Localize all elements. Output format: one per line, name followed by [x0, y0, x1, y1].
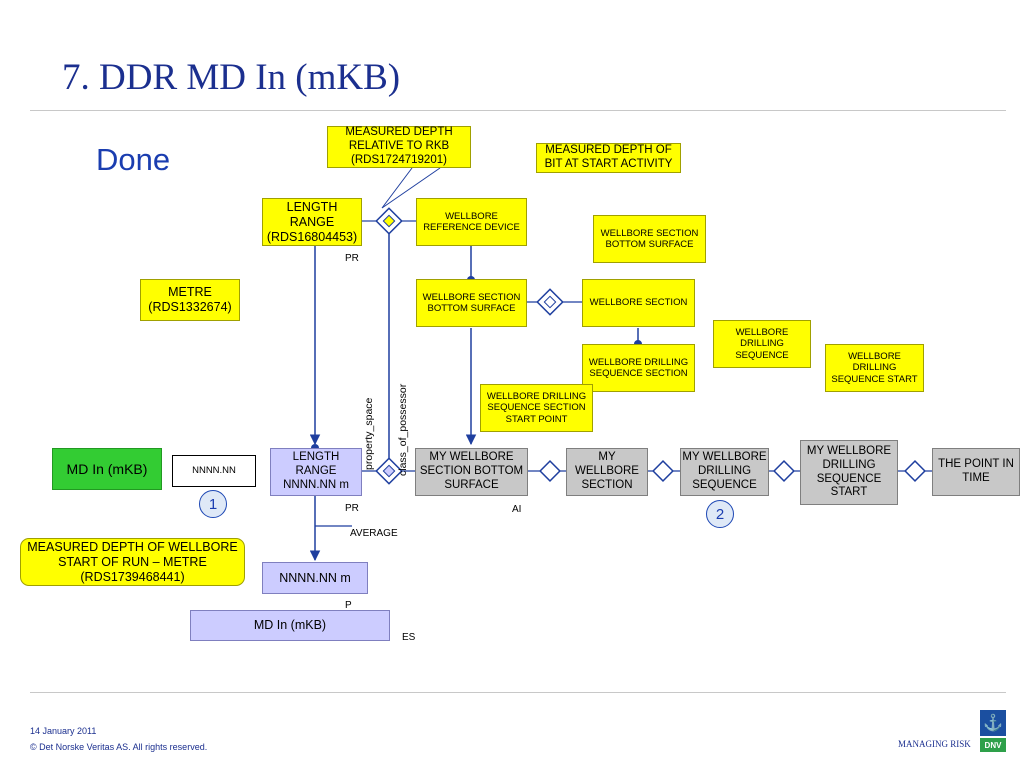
diamond-connector-top — [375, 207, 403, 235]
diamond-connector-c — [773, 460, 795, 482]
box-wb-drilling-sequence-section: WELLBORE DRILLING SEQUENCE SECTION — [582, 344, 695, 392]
label-average: AVERAGE — [350, 528, 398, 539]
box-md-bit-start: MEASURED DEPTH OF BIT AT START ACTIVITY — [536, 143, 681, 173]
footer-copyright: © Det Norske Veritas AS. All rights rese… — [30, 742, 208, 752]
page-title: 7. DDR MD In (mKB) — [62, 57, 401, 98]
callout-pointer — [381, 167, 441, 209]
footer-divider — [30, 692, 1006, 693]
footer-date: 14 January 2011 — [30, 726, 97, 736]
status-heading: Done — [96, 142, 171, 177]
label-pr-mid: PR — [345, 503, 359, 514]
box-my-wb-section-bottom-surface: MY WELLBORE SECTION BOTTOM SURFACE — [415, 448, 528, 496]
dnv-logo-text: DNV — [980, 738, 1006, 752]
diamond-connector-b — [652, 460, 674, 482]
diamond-connector-main — [375, 457, 403, 485]
diamond-connector-a — [539, 460, 561, 482]
box-md-relative-rkb: MEASURED DEPTH RELATIVE TO RKB (RDS17247… — [327, 126, 471, 168]
box-wb-section-bottom-surface-mid: WELLBORE SECTION BOTTOM SURFACE — [416, 279, 527, 327]
label-pr-top: PR — [345, 253, 359, 264]
box-wb-dss-start-point: WELLBORE DRILLING SEQUENCE SECTION START… — [480, 384, 593, 432]
step-marker-1: 1 — [199, 490, 227, 518]
footer-tagline: MANAGING RISK — [898, 739, 971, 749]
dnv-logo: ⚓ DNV — [980, 710, 1006, 756]
box-wellbore-reference-device: WELLBORE REFERENCE DEVICE — [416, 198, 527, 246]
box-md-in-green: MD In (mKB) — [52, 448, 162, 490]
box-my-wb-drilling-sequence-start: MY WELLBORE DRILLING SEQUENCE START — [800, 440, 898, 505]
box-my-wellbore-section: MY WELLBORE SECTION — [566, 448, 648, 496]
header-divider — [30, 110, 1006, 111]
step-marker-2: 2 — [706, 500, 734, 528]
box-wellbore-section: WELLBORE SECTION — [582, 279, 695, 327]
label-p: P — [345, 600, 352, 611]
box-wb-section-bottom-surface-top: WELLBORE SECTION BOTTOM SURFACE — [593, 215, 706, 263]
box-wellbore-drilling-sequence: WELLBORE DRILLING SEQUENCE — [713, 320, 811, 368]
label-es: ES — [402, 632, 416, 643]
diamond-connector-d — [904, 460, 926, 482]
box-length-range-main: LENGTH RANGE NNNN.NN m — [270, 448, 362, 496]
box-point-in-time: THE POINT IN TIME — [932, 448, 1020, 496]
label-class-of-possessor: class_of_possessor — [397, 383, 409, 476]
box-metre: METRE (RDS1332674) — [140, 279, 240, 321]
label-ai: AI — [512, 504, 522, 515]
box-my-wb-drilling-sequence: MY WELLBORE DRILLING SEQUENCE — [680, 448, 769, 496]
box-md-wellbore-start-of-run: MEASURED DEPTH OF WELLBORE START OF RUN … — [20, 538, 245, 586]
box-nnnn-metre: NNNN.NN m — [262, 562, 368, 594]
box-md-in-bottom: MD In (mKB) — [190, 610, 390, 641]
label-property-space: property_space — [363, 397, 375, 470]
box-length-range-top: LENGTH RANGE (RDS16804453) — [262, 198, 362, 246]
anchor-icon: ⚓ — [980, 710, 1006, 736]
box-nnnn-value: NNNN.NN — [172, 455, 256, 487]
diamond-connector-section — [536, 288, 564, 316]
box-wb-drilling-sequence-start: WELLBORE DRILLING SEQUENCE START — [825, 344, 924, 392]
